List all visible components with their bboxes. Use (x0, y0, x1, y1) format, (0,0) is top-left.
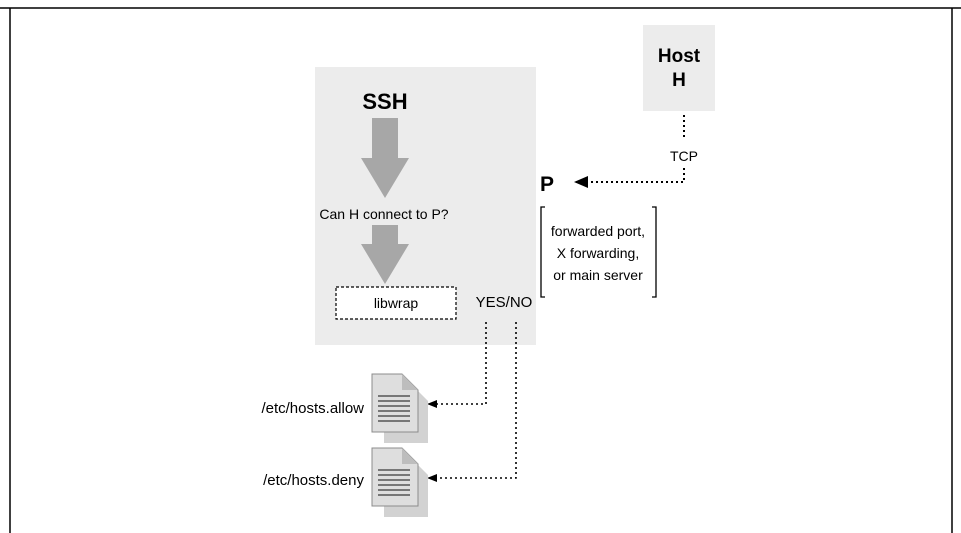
result-label: YES/NO (476, 294, 533, 311)
tcp-label: TCP (670, 148, 698, 164)
file-label-hosts-allow: /etc/hosts.allow (261, 400, 364, 417)
note-line-3: or main server (553, 267, 643, 283)
file-label-hosts-deny: /etc/hosts.deny (263, 472, 364, 489)
document-icon (371, 447, 428, 517)
note-bracket-right (652, 206, 657, 298)
host-label-line2: H (672, 70, 686, 91)
note-bracket-left (540, 206, 545, 298)
tcp-to-port-connector (574, 168, 685, 188)
host-label-line1: Host (658, 46, 701, 67)
ssh-title: SSH (362, 89, 407, 114)
flow-arrow-1 (361, 118, 409, 198)
note-line-1: forwarded port, (551, 223, 645, 239)
port-label: P (540, 173, 554, 196)
question-label: Can H connect to P? (319, 206, 448, 222)
note-line-2: X forwarding, (557, 245, 639, 261)
connector-hosts-deny (427, 322, 517, 482)
libwrap-box (335, 286, 457, 320)
flow-arrow-2 (361, 225, 409, 284)
connector-hosts-allow (427, 322, 487, 408)
host-box (643, 25, 715, 111)
document-icon (371, 373, 428, 443)
libwrap-label: libwrap (374, 295, 419, 311)
